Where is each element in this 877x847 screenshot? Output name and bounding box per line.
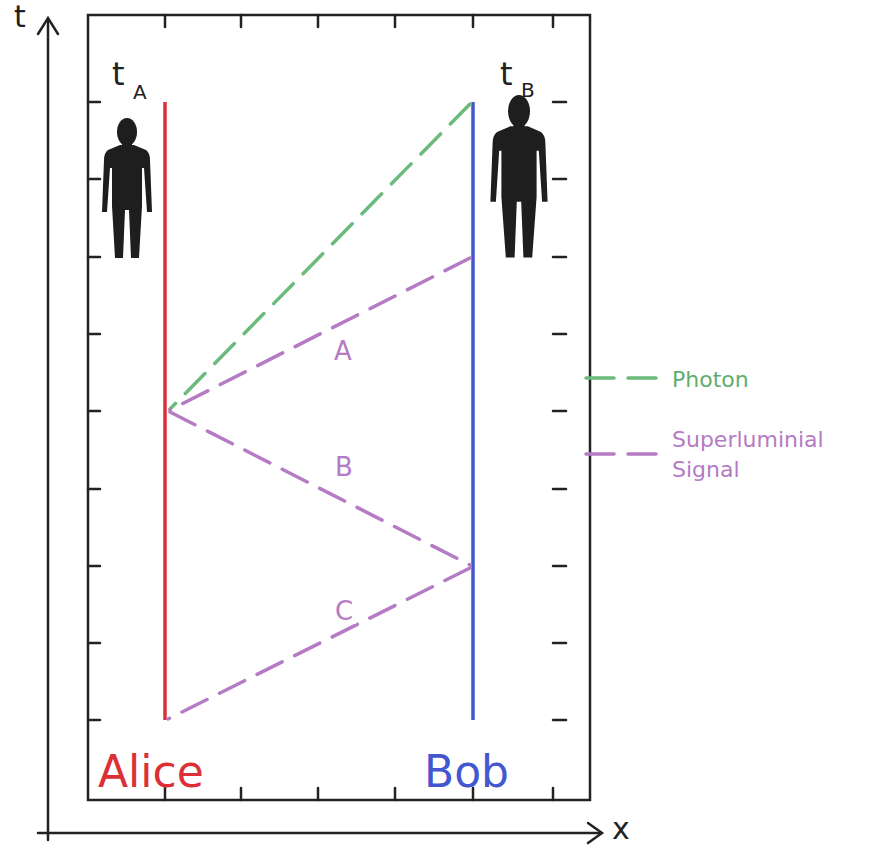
axis-arrow (588, 823, 602, 843)
bob-worldline (471, 102, 475, 720)
signal-path (170, 412, 470, 565)
signal-label: C (332, 598, 356, 624)
axis-arrow (38, 18, 58, 34)
person-silhouette (102, 118, 152, 258)
axis-label: t (14, 2, 26, 32)
t-axis (47, 20, 50, 840)
tick-marks (88, 15, 566, 800)
observer-name: Alice (98, 750, 204, 794)
time-symbol: t (112, 58, 125, 90)
signal-path (168, 568, 470, 719)
signal-path (170, 258, 470, 410)
signal-label: B (332, 454, 356, 480)
signal-label: A (331, 338, 355, 364)
time-symbol: t (500, 58, 513, 90)
photon-path (170, 104, 470, 409)
legend-entry: Superluminial Signal (672, 425, 862, 484)
time-subscript: B (521, 80, 535, 100)
axes (38, 15, 602, 843)
time-subscript: A (133, 82, 147, 102)
observer-name: Bob (424, 750, 509, 794)
axis-label: x (612, 814, 630, 844)
legend-sample (586, 376, 664, 380)
person-silhouette (490, 95, 547, 257)
plot-frame (88, 15, 590, 800)
legend-entry: Photon (672, 365, 862, 395)
alice-worldline (163, 102, 167, 720)
x-axis (38, 832, 600, 835)
legend-sample (586, 452, 664, 456)
